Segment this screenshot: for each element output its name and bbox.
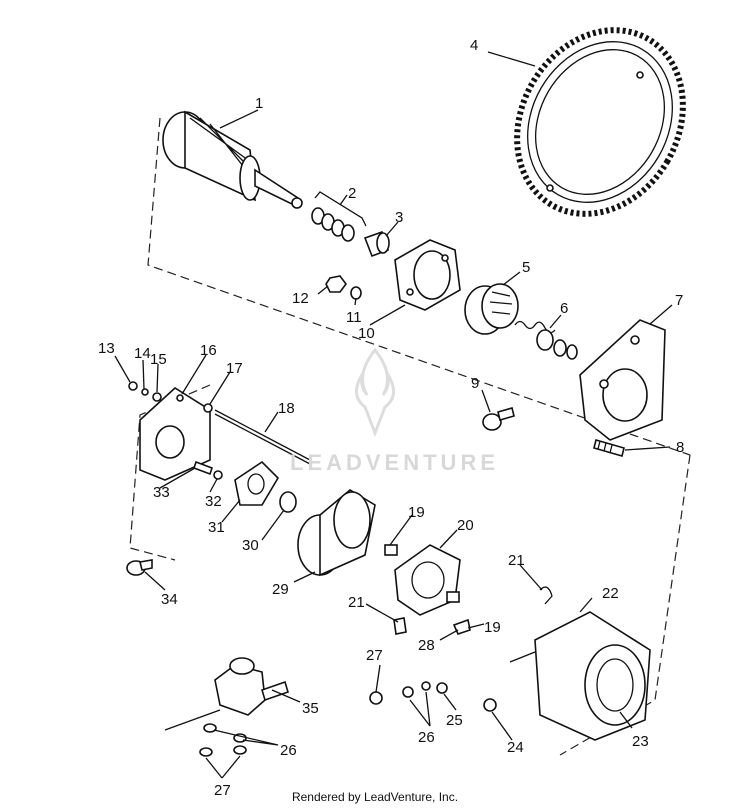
- callout-35: 35: [302, 700, 319, 717]
- washer-stack[interactable]: [311, 191, 367, 242]
- washer-15[interactable]: [152, 392, 162, 402]
- through-bolt[interactable]: [214, 409, 311, 465]
- hex-nut-12[interactable]: [325, 275, 347, 293]
- callout-9: 9: [471, 375, 479, 392]
- callout-16: 16: [200, 342, 217, 359]
- ring-gear[interactable]: [484, 0, 715, 244]
- nut-13[interactable]: [128, 381, 138, 391]
- callout-26-upper: 26: [418, 729, 435, 746]
- callout-5: 5: [522, 259, 530, 276]
- washer-14[interactable]: [141, 388, 149, 396]
- footer-credit: Rendered by LeadVenture, Inc.: [291, 790, 459, 804]
- nut-27-lower[interactable]: [199, 745, 247, 757]
- callout-24: 24: [507, 739, 524, 756]
- callout-18: 18: [278, 400, 295, 417]
- callout-13: 13: [98, 340, 115, 357]
- callout-26-lower: 26: [280, 742, 297, 759]
- brush-plate-31[interactable]: [234, 460, 280, 506]
- lock-washer[interactable]: [350, 286, 362, 300]
- callout-3: 3: [395, 209, 403, 226]
- bolt-9[interactable]: [482, 407, 515, 431]
- brush-holder[interactable]: [384, 544, 461, 616]
- assembly-outline: [129, 117, 691, 756]
- callout-28: 28: [418, 637, 435, 654]
- nut-27-upper[interactable]: [369, 691, 383, 705]
- callout-29: 29: [272, 581, 289, 598]
- motor-housing[interactable]: [297, 489, 376, 577]
- callout-19-upper: 19: [408, 504, 425, 521]
- armature[interactable]: [162, 110, 303, 209]
- callout-21-upper: 21: [508, 552, 525, 569]
- callout-22: 22: [602, 585, 619, 602]
- callout-10: 10: [358, 325, 375, 342]
- screw-24[interactable]: [483, 698, 497, 712]
- callout-25: 25: [446, 712, 463, 729]
- solenoid[interactable]: [164, 657, 289, 731]
- callout-11: 11: [346, 309, 362, 326]
- callout-21-lower: 21: [348, 594, 365, 611]
- field-housing[interactable]: [509, 611, 651, 741]
- callout-17: 17: [226, 360, 243, 377]
- callout-8: 8: [676, 439, 684, 456]
- terminal-28[interactable]: [452, 618, 471, 635]
- washer-17[interactable]: [203, 403, 213, 413]
- callout-1: 1: [255, 95, 263, 112]
- pinion-gear[interactable]: [464, 283, 519, 335]
- callout-14: 14: [134, 345, 151, 362]
- callout-12: 12: [292, 290, 309, 307]
- watermark-text: LEADVENTURE: [290, 450, 500, 475]
- bracket-plate[interactable]: [139, 386, 211, 481]
- callout-labels: 1 2 3 4 5 6 7 8 9 10 11 12 13 14 15 16 1…: [98, 37, 684, 799]
- washer-32[interactable]: [213, 470, 223, 480]
- callout-34: 34: [161, 591, 178, 608]
- bolt-8[interactable]: [593, 439, 625, 457]
- callout-2: 2: [348, 185, 356, 202]
- callout-4: 4: [470, 37, 478, 54]
- spring-assembly[interactable]: [514, 320, 578, 360]
- callout-31: 31: [208, 519, 225, 536]
- callout-15: 15: [150, 351, 167, 368]
- bushing[interactable]: [363, 230, 390, 258]
- cap-34[interactable]: [126, 559, 153, 576]
- mounting-bracket[interactable]: [579, 319, 666, 441]
- washer-25[interactable]: [436, 682, 448, 694]
- callout-27-lower: 27: [214, 782, 231, 799]
- leader-lines: [114, 51, 673, 779]
- callout-7: 7: [675, 292, 683, 309]
- callout-6: 6: [560, 300, 568, 317]
- callout-27-upper: 27: [366, 647, 383, 664]
- drive-end-cap[interactable]: [394, 239, 461, 311]
- bushing-30[interactable]: [279, 491, 297, 513]
- callout-19-lower: 19: [484, 619, 501, 636]
- callout-30: 30: [242, 537, 259, 554]
- screw-33[interactable]: [192, 460, 214, 476]
- callout-32: 32: [205, 493, 222, 510]
- washer-26-upper[interactable]: [402, 681, 431, 698]
- callout-23: 23: [632, 733, 649, 750]
- watermark-logo-icon: [355, 347, 395, 438]
- callout-33: 33: [153, 484, 170, 501]
- callout-20: 20: [457, 517, 474, 534]
